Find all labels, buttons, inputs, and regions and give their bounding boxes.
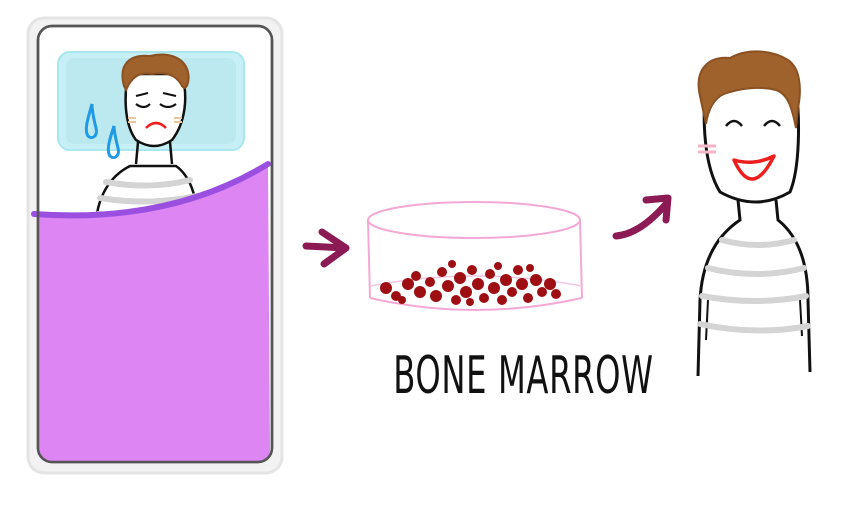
cheek-blush bbox=[128, 117, 136, 123]
dish-top-rim bbox=[367, 201, 581, 239]
shirt-stripe bbox=[699, 293, 809, 304]
cheek-blush bbox=[174, 117, 182, 123]
arrow-up-right-icon bbox=[612, 194, 672, 240]
tear-drop-icon bbox=[106, 125, 120, 160]
happy-person-hair bbox=[697, 50, 801, 129]
sad-mouth bbox=[145, 121, 167, 129]
shirt-stripe bbox=[705, 265, 807, 277]
eyebrow bbox=[135, 92, 149, 97]
big-smile bbox=[732, 154, 776, 181]
happy-eye bbox=[725, 119, 743, 127]
happy-person bbox=[696, 50, 812, 377]
bone-marrow-label: BONE MARROW bbox=[393, 346, 654, 406]
blanket bbox=[38, 166, 270, 462]
shirt-stripe bbox=[697, 321, 811, 334]
cheek-blush bbox=[698, 144, 716, 154]
tear-drop-icon bbox=[84, 103, 98, 140]
happy-person-arm bbox=[705, 299, 803, 341]
shirt-stripe bbox=[103, 177, 193, 189]
eyebrow bbox=[162, 92, 177, 97]
closed-eye bbox=[135, 103, 151, 109]
happy-person-head bbox=[702, 84, 800, 204]
closed-eye bbox=[159, 103, 177, 109]
sick-person-hair bbox=[121, 53, 190, 93]
shirt-stripe bbox=[719, 237, 797, 248]
bone-marrow-cells bbox=[380, 260, 561, 306]
dish-wall bbox=[367, 219, 583, 299]
happy-person-body bbox=[696, 199, 812, 377]
sick-person-head bbox=[124, 72, 187, 148]
dish-bottom bbox=[369, 297, 583, 311]
petri-dish-icon bbox=[367, 201, 583, 311]
arrow-right-icon bbox=[302, 228, 350, 268]
happy-eye bbox=[763, 119, 781, 127]
dish-base-back bbox=[369, 275, 583, 287]
mattress-outline bbox=[36, 24, 274, 464]
sick-person-in-bed bbox=[26, 16, 284, 475]
blanket-edge bbox=[31, 161, 271, 219]
sick-person-neck bbox=[134, 141, 174, 165]
